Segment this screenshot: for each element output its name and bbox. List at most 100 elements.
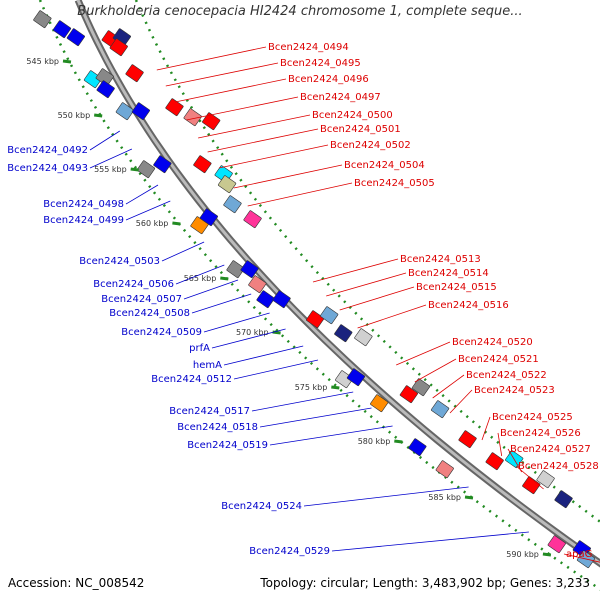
gene-feature: [165, 98, 184, 117]
gene-feature: [136, 160, 156, 179]
gene-label-left: hemA: [193, 360, 222, 371]
kbp-tick-label: 575 kbp: [295, 383, 328, 392]
gene-label-leader-left: [203, 312, 270, 333]
gene-label-right: Bcen2424_0513: [400, 254, 481, 265]
accession-text: Accession: NC_008542: [8, 576, 145, 590]
kbp-tick-mark: [220, 276, 229, 281]
gene-feature: [115, 102, 134, 121]
gene-label-leader-left: [259, 407, 372, 428]
inner-guide-ring: [38, 0, 600, 591]
gene-label-left: Bcen2424_0499: [43, 215, 124, 226]
gene-label-leader-right: [515, 465, 544, 490]
gene-label-right: Bcen2424_0527: [510, 444, 591, 455]
kbp-tick-mark: [94, 113, 103, 118]
kbp-tick-mark: [542, 552, 552, 557]
gene-label-right: Bcen2424_0500: [312, 110, 393, 121]
gene-feature: [96, 80, 115, 99]
gene-label-leader-right: [507, 448, 523, 473]
gene-label-left: Bcen2424_0503: [79, 256, 160, 267]
gene-label-leader-right: [247, 182, 353, 207]
gene-label-right: Bcen2424_0525: [492, 412, 573, 423]
kbp-tick-label: 560 kbp: [136, 219, 169, 228]
gene-label-leader-right: [207, 128, 319, 153]
gene-label-leader-right: [312, 258, 399, 283]
gene-label-right: Bcen2424_0515: [416, 282, 497, 293]
gene-label-leader-left: [331, 531, 529, 552]
gene-feature: [153, 155, 172, 174]
gene-label-leader-left: [175, 264, 225, 285]
kbp-tick-mark: [172, 221, 181, 226]
gene-feature: [335, 370, 354, 389]
gene-feature: [346, 368, 366, 387]
gene-label-leader-left: [89, 130, 121, 151]
kbp-tick-label: 570 kbp: [236, 328, 269, 337]
gene-label-leader-left: [161, 241, 205, 262]
gene-feature: [226, 260, 245, 279]
topology-summary: Topology: circular; Length: 3,483,902 bp…: [260, 576, 590, 590]
gene-label-leader-right: [326, 272, 407, 297]
gene-label-leader-right: [396, 341, 451, 366]
kbp-tick-label: 585 kbp: [428, 493, 461, 502]
gene-label-right: apaG: [566, 549, 592, 560]
gene-label-left: Bcen2424_0492: [7, 145, 88, 156]
gene-label-right: Bcen2424_0494: [268, 42, 349, 53]
gene-label-right: Bcen2424_0505: [354, 178, 435, 189]
gene-label-left: Bcen2424_0498: [43, 199, 124, 210]
kbp-tick-mark: [394, 439, 403, 444]
gene-feature: [109, 38, 128, 57]
gene-label-left: Bcen2424_0512: [151, 374, 232, 385]
gene-label-left: Bcen2424_0524: [221, 501, 302, 512]
gene-feature: [370, 394, 389, 413]
gene-feature: [411, 378, 431, 397]
gene-label-right: Bcen2424_0520: [452, 337, 533, 348]
gene-label-leader-right: [156, 46, 267, 71]
gene-label-right: Bcen2424_0501: [320, 124, 401, 135]
kbp-tick-mark: [130, 167, 139, 172]
gene-label-left: Bcen2424_0517: [169, 406, 250, 417]
kbp-tick-label: 580 kbp: [358, 437, 391, 446]
kbp-tick-label: 550 kbp: [58, 111, 91, 120]
kbp-tick-label: 555 kbp: [94, 165, 127, 174]
gene-label-right: Bcen2424_0516: [428, 300, 509, 311]
kbp-tick-label: 545 kbp: [26, 57, 59, 66]
gene-feature: [536, 470, 555, 489]
gene-feature: [354, 328, 373, 347]
gene-feature: [217, 175, 237, 194]
gene-label-right: Bcen2424_0496: [288, 74, 369, 85]
gene-label-leader-left: [191, 293, 252, 314]
gene-feature: [202, 112, 221, 131]
gene-label-leader-left: [125, 200, 171, 221]
kbp-tick-mark: [62, 59, 72, 64]
gene-label-right: Bcen2424_0521: [458, 354, 539, 365]
gene-label-left: Bcen2424_0508: [109, 308, 190, 319]
gene-label-leader-left: [303, 486, 469, 507]
kbp-tick-label: 590 kbp: [506, 550, 539, 559]
gene-label-leader-right: [233, 164, 343, 189]
gene-label-leader-right: [432, 374, 465, 399]
kbp-tick-label: 565 kbp: [184, 274, 217, 283]
gene-label-left: Bcen2424_0519: [187, 440, 268, 451]
gene-label-leader-right: [339, 286, 415, 311]
gene-feature: [306, 310, 325, 329]
gene-label-right: Bcen2424_0528: [518, 461, 599, 472]
gene-feature: [485, 452, 504, 471]
gene-label-left: Bcen2424_0509: [121, 327, 202, 338]
gene-label-leader-left: [183, 279, 239, 300]
outer-guide-ring: [134, 0, 600, 524]
gene-feature: [458, 430, 477, 449]
gene-label-leader-left: [89, 148, 133, 169]
gene-feature: [435, 460, 454, 479]
gene-feature: [66, 28, 85, 47]
gene-label-right: Bcen2424_0502: [330, 140, 411, 151]
gene-label-left: Bcen2424_0507: [101, 294, 182, 305]
gene-feature: [256, 290, 275, 309]
map-title: Burkholderia cenocepacia HI2424 chromoso…: [77, 4, 523, 19]
gene-label-left: Bcen2424_0529: [249, 546, 330, 557]
gene-label-right: Bcen2424_0514: [408, 268, 489, 279]
gene-feature: [399, 385, 418, 404]
kbp-tick-mark: [331, 385, 340, 390]
gene-label-leader-left: [223, 345, 304, 366]
gene-feature: [243, 210, 262, 229]
